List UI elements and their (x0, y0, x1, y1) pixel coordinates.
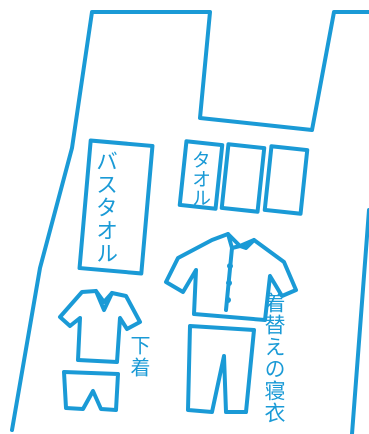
bag-right-edge (350, 208, 369, 434)
towel-box-1 (177, 139, 225, 211)
button-3 (225, 297, 231, 303)
underwear-label: 下着 (127, 335, 151, 379)
tshirt-small-icon (58, 289, 142, 364)
bath-towel-label: バスタオル (92, 150, 117, 265)
pajama-top-icon (164, 232, 298, 322)
pajamas-label: 着替えの寝衣 (262, 292, 286, 424)
shorts-icon (62, 370, 120, 412)
pajama-pants-icon (186, 324, 256, 414)
button-2 (226, 280, 232, 286)
bag-outline (10, 10, 369, 432)
towel-box-3 (262, 144, 310, 216)
towel-label: タオル (189, 150, 211, 207)
bath-towel-box (77, 138, 155, 276)
towel-box-2 (219, 142, 267, 214)
button-1 (227, 263, 233, 269)
